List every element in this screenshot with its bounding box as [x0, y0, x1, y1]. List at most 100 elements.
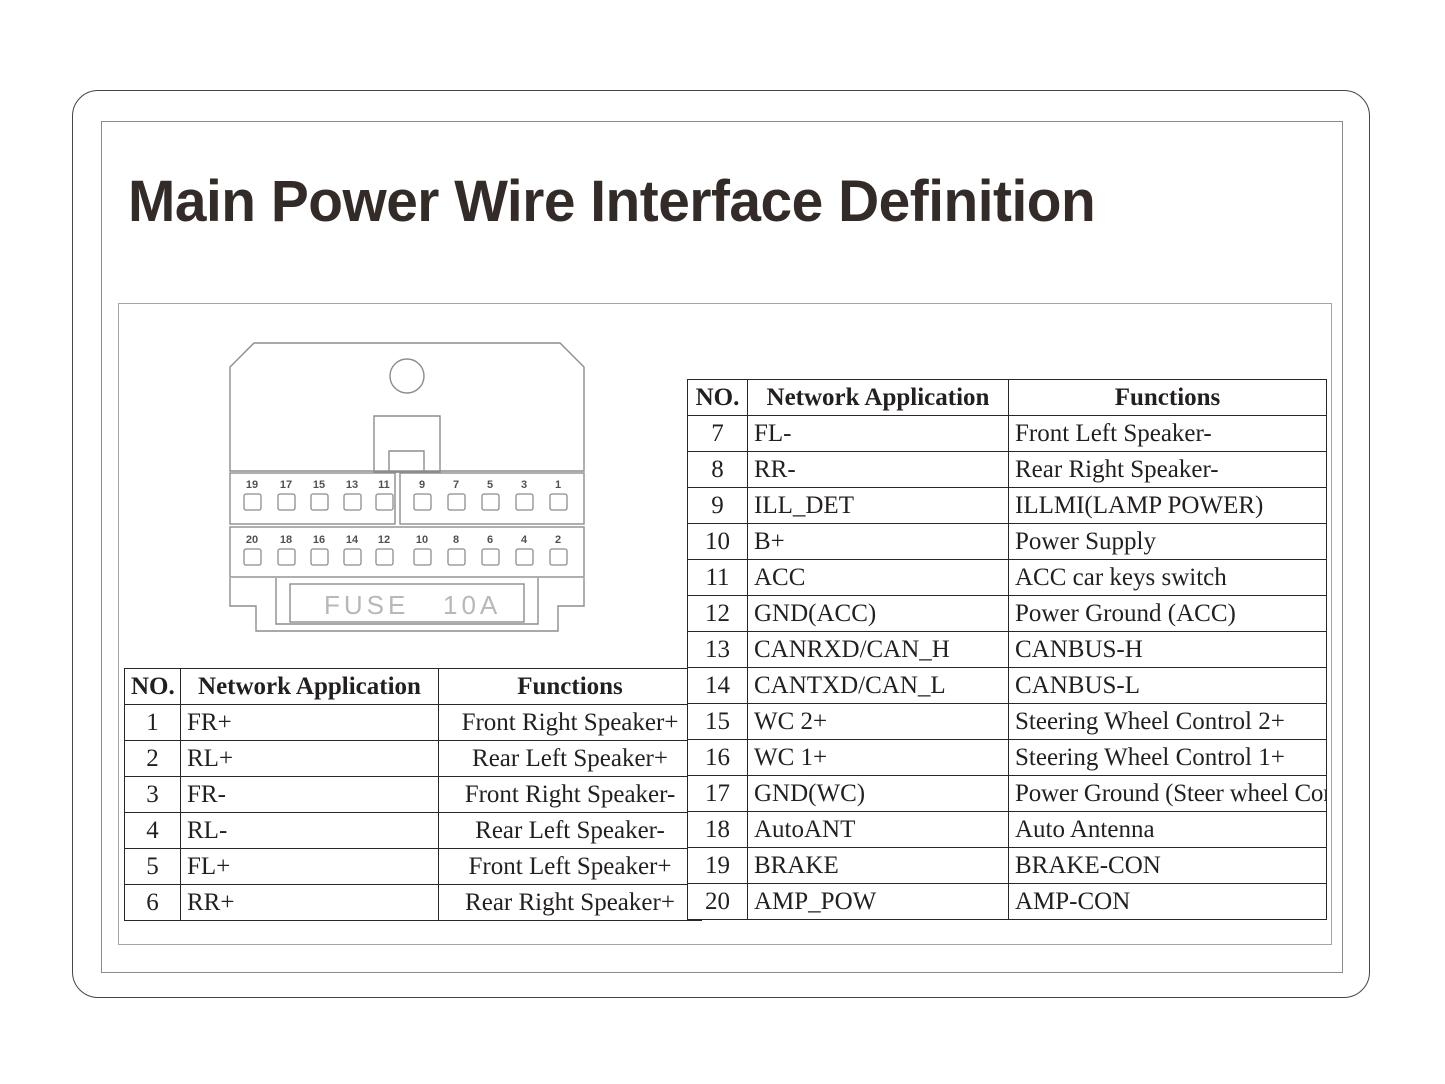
cell-net: B+	[747, 523, 1009, 560]
cell-fn: Front Left Speaker+	[438, 848, 702, 885]
pin-number-6: 6	[486, 534, 494, 546]
cell-net: CANRXD/CAN_H	[747, 631, 1009, 668]
pin-block-top-left	[229, 472, 396, 525]
cell-fn: ACC car keys switch	[1008, 559, 1327, 596]
table-row: 20 AMP_POW AMP-CON	[687, 883, 1327, 920]
table-row: 19 BRAKE BRAKE-CON	[687, 847, 1327, 884]
cell-net: FL-	[747, 415, 1009, 452]
cell-no: 9	[687, 487, 748, 524]
header-network: Network Application	[747, 379, 1009, 416]
table-row: 3 FR- Front Right Speaker-	[124, 776, 702, 813]
cell-fn: BRAKE-CON	[1008, 847, 1327, 884]
pin-number-5: 5	[486, 479, 494, 491]
page-title: Main Power Wire Interface Definition	[128, 169, 1096, 234]
pin-squares-top-right	[413, 493, 568, 511]
cell-fn: Rear Right Speaker+	[438, 884, 702, 921]
table-row: 16 WC 1+ Steering Wheel Control 1+	[687, 739, 1327, 776]
cell-no: 5	[124, 848, 181, 885]
header-no: NO.	[687, 379, 748, 416]
cell-fn: Rear Left Speaker-	[438, 812, 702, 849]
pin-number-17: 17	[279, 479, 293, 491]
cell-net: FR-	[180, 776, 439, 813]
cell-no: 13	[687, 631, 748, 668]
cell-net: GND(WC)	[747, 775, 1009, 812]
fuse-rating-label: FUSE 10A	[324, 590, 502, 620]
cell-net: BRAKE	[747, 847, 1009, 884]
cell-fn: Auto Antenna	[1008, 811, 1327, 848]
cell-fn: Steering Wheel Control 2+	[1008, 703, 1327, 740]
cell-no: 1	[124, 704, 181, 741]
table-row: 17 GND(WC) Power Ground (Steer wheel Con…	[687, 775, 1327, 812]
pin-number-11: 11	[378, 479, 390, 491]
cell-net: CANTXD/CAN_L	[747, 667, 1009, 704]
table-row: 10 B+ Power Supply	[687, 523, 1327, 560]
table-row: 9 ILL_DET ILLMI(LAMP POWER)	[687, 487, 1327, 524]
cell-no: 4	[124, 812, 181, 849]
connector-diagram: 19 17 15 13 11 9 7 5 3 1 20 18 16 14 12 …	[228, 341, 586, 651]
cell-fn: CANBUS-L	[1008, 667, 1327, 704]
table-row: 15 WC 2+ Steering Wheel Control 2+	[687, 703, 1327, 740]
table-row: 1 FR+ Front Right Speaker+	[124, 704, 702, 741]
cell-net: FL+	[180, 848, 439, 885]
table-row: 8 RR- Rear Right Speaker-	[687, 451, 1327, 488]
connector-base-step	[229, 578, 585, 632]
fuse-label-box	[289, 583, 525, 623]
cell-net: RL+	[180, 740, 439, 777]
pin-number-8: 8	[452, 534, 460, 546]
cell-no: 19	[687, 847, 748, 884]
pin-number-2: 2	[554, 534, 562, 546]
connector-outline-svg	[229, 342, 585, 632]
table-row: 14 CANTXD/CAN_L CANBUS-L	[687, 667, 1327, 704]
cell-fn: AMP-CON	[1008, 883, 1327, 920]
cell-fn: CANBUS-H	[1008, 631, 1327, 668]
pin-number-18: 18	[279, 534, 293, 546]
cell-no: 14	[687, 667, 748, 704]
table-row: 6 RR+ Rear Right Speaker+	[124, 884, 702, 921]
fuse-housing	[275, 578, 539, 625]
cell-no: 12	[687, 595, 748, 632]
cell-net: AutoANT	[747, 811, 1009, 848]
cell-fn: Front Right Speaker-	[438, 776, 702, 813]
cell-net: WC 2+	[747, 703, 1009, 740]
pin-number-7: 7	[452, 479, 460, 491]
cell-no: 2	[124, 740, 181, 777]
pin-squares-bottom	[243, 548, 568, 566]
cell-fn: Steering Wheel Control 1+	[1008, 739, 1327, 776]
pin-number-13: 13	[345, 479, 359, 491]
pin-block-top-right	[399, 472, 585, 525]
pin-number-20: 20	[245, 534, 259, 546]
connector-latch-inner	[388, 450, 425, 473]
table-row: 13 CANRXD/CAN_H CANBUS-H	[687, 631, 1327, 668]
pin-number-15: 15	[312, 479, 326, 491]
cell-fn: Front Left Speaker-	[1008, 415, 1327, 452]
cell-net: GND(ACC)	[747, 595, 1009, 632]
cell-net: RR-	[747, 451, 1009, 488]
cell-no: 20	[687, 883, 748, 920]
cell-no: 17	[687, 775, 748, 812]
pin-squares-top-left	[243, 493, 394, 511]
cell-net: RR+	[180, 884, 439, 921]
cell-net: RL-	[180, 812, 439, 849]
header-no: NO.	[124, 668, 181, 705]
cell-fn: Rear Right Speaker-	[1008, 451, 1327, 488]
cell-net: WC 1+	[747, 739, 1009, 776]
pin-number-14: 14	[345, 534, 359, 546]
cell-fn: Power Ground (ACC)	[1008, 595, 1327, 632]
pin-number-1: 1	[554, 479, 562, 491]
connector-screw-circle	[389, 358, 425, 394]
pin-number-12: 12	[377, 534, 391, 546]
cell-fn: Power Supply	[1008, 523, 1327, 560]
cell-no: 8	[687, 451, 748, 488]
pin-number-4: 4	[520, 534, 528, 546]
cell-no: 18	[687, 811, 748, 848]
pin-table-right: NO. Network Application Functions 7 FL- …	[687, 379, 1327, 920]
cell-fn: Front Right Speaker+	[438, 704, 702, 741]
cell-net: ILL_DET	[747, 487, 1009, 524]
table-row: 18 AutoANT Auto Antenna	[687, 811, 1327, 848]
table-row: 2 RL+ Rear Left Speaker+	[124, 740, 702, 777]
header-network: Network Application	[180, 668, 439, 705]
pin-number-3: 3	[520, 479, 528, 491]
cell-no: 11	[687, 559, 748, 596]
header-functions: Functions	[1008, 379, 1327, 416]
cell-fn: ILLMI(LAMP POWER)	[1008, 487, 1327, 524]
